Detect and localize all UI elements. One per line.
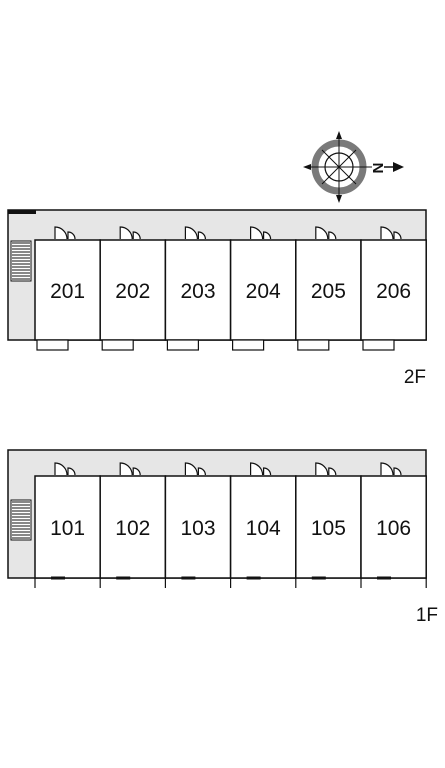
balcony (232, 339, 265, 351)
floor-label-1f: 1F (416, 605, 438, 626)
floor-2f: 201 202 203 204 205 206 2F (7, 209, 427, 388)
door-leaf-icon (393, 231, 402, 240)
unit-label: 205 (311, 280, 346, 303)
unit-label: 202 (115, 280, 150, 303)
door-leaf-icon (393, 467, 402, 476)
unit-label: 206 (376, 280, 411, 303)
unit-label: 103 (180, 517, 215, 540)
unit-room (295, 475, 362, 579)
floor-label-2f: 2F (404, 367, 426, 388)
staircase (10, 499, 32, 541)
balcony (297, 339, 330, 351)
unit-room (99, 239, 167, 341)
door-swing-icon (184, 462, 198, 476)
floor-1f: 101 102 103 104 105 106 1F (7, 449, 438, 626)
unit-room (164, 475, 232, 579)
unit-room (229, 239, 297, 341)
door-leaf-icon (67, 467, 76, 476)
door-leaf-icon (197, 231, 206, 240)
unit-label: 106 (376, 517, 411, 540)
unit-label: 101 (50, 517, 85, 540)
balcony (101, 339, 134, 351)
door-swing-icon (250, 226, 264, 240)
door-leaf-icon (328, 231, 337, 240)
compass-diagonal-b (321, 149, 357, 185)
compass-tick-left (303, 164, 311, 170)
door-leaf-icon (197, 467, 206, 476)
door-leaf-icon (328, 467, 337, 476)
door-swing-icon (380, 462, 394, 476)
door-swing-icon (54, 462, 68, 476)
unit-room (34, 239, 101, 341)
door-swing-icon (54, 226, 68, 240)
door-swing-icon (315, 462, 329, 476)
unit-label: 102 (115, 517, 150, 540)
unit-label: 104 (246, 517, 281, 540)
door-leaf-icon (67, 231, 76, 240)
door-leaf-icon (132, 231, 141, 240)
door-swing-icon (315, 226, 329, 240)
unit-label: 201 (50, 280, 85, 303)
door-leaf-icon (132, 467, 141, 476)
compass-north-label: N (369, 163, 386, 174)
wall-segment (8, 210, 36, 214)
balcony (362, 339, 395, 351)
unit-label: 204 (246, 280, 281, 303)
balcony (166, 339, 199, 351)
unit-room (360, 475, 427, 579)
door-swing-icon (250, 462, 264, 476)
compass: N (303, 131, 404, 203)
door-leaf-icon (263, 231, 272, 240)
door-leaf-icon (263, 467, 272, 476)
staircase (10, 240, 32, 282)
compass-tick-top (336, 131, 342, 139)
compass-tick-bottom (336, 195, 342, 203)
unit-room (229, 475, 297, 579)
door-swing-icon (119, 462, 133, 476)
door-swing-icon (119, 226, 133, 240)
compass-north-arrow-icon (393, 162, 404, 172)
unit-room (360, 239, 427, 341)
unit-label: 105 (311, 517, 346, 540)
unit-label: 203 (180, 280, 215, 303)
balcony (36, 339, 69, 351)
unit-room (34, 475, 101, 579)
unit-room (99, 475, 167, 579)
door-swing-icon (184, 226, 198, 240)
door-swing-icon (380, 226, 394, 240)
